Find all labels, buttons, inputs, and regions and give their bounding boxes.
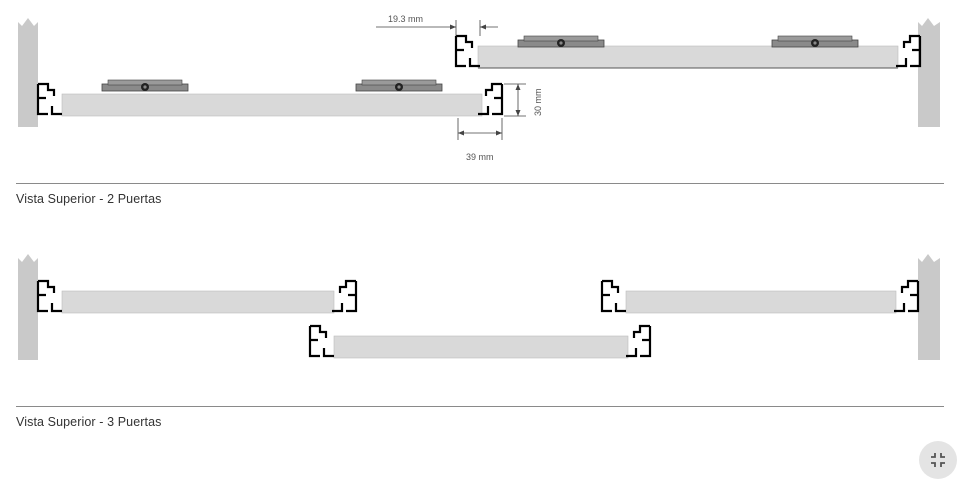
roller-1b bbox=[355, 79, 443, 92]
profile-c-left bbox=[600, 279, 628, 313]
door-panel-b bbox=[333, 335, 629, 359]
caption-three-doors: Vista Superior - 3 Puertas bbox=[16, 415, 162, 429]
dimension-depth-label: 39 mm bbox=[466, 152, 494, 162]
dimension-height-label: 30 mm bbox=[533, 88, 543, 116]
dimension-height: 30 mm bbox=[504, 83, 543, 117]
profile-right-2 bbox=[894, 34, 922, 68]
door-panel-1 bbox=[61, 93, 483, 117]
profile-a-left bbox=[36, 279, 64, 313]
roller-2a bbox=[517, 35, 605, 48]
profile-a-right bbox=[330, 279, 358, 313]
profile-b-right bbox=[624, 324, 652, 358]
profile-c-right bbox=[892, 279, 920, 313]
collapse-icon bbox=[931, 453, 945, 467]
dimension-gap-label: 19.3 mm bbox=[388, 14, 423, 24]
door-panel-2 bbox=[477, 45, 899, 69]
two-door-view: 19.3 mm 30 mm 39 mm bbox=[16, 14, 944, 184]
left-wall-2 bbox=[18, 254, 38, 360]
profile-b-left bbox=[308, 324, 336, 358]
profile-left-2 bbox=[454, 34, 482, 68]
caption-two-doors: Vista Superior - 2 Puertas bbox=[16, 192, 162, 206]
right-wall bbox=[918, 18, 940, 127]
left-wall bbox=[18, 18, 38, 127]
door-panel-c bbox=[625, 290, 897, 314]
three-door-view bbox=[16, 254, 944, 407]
profile-left-1 bbox=[36, 82, 64, 116]
door-panel-a bbox=[61, 290, 335, 314]
collapse-button[interactable] bbox=[919, 441, 957, 479]
dimension-gap: 19.3 mm bbox=[376, 14, 498, 36]
roller-2b bbox=[771, 35, 859, 48]
dimension-depth: 39 mm bbox=[457, 118, 503, 162]
right-wall-2 bbox=[918, 254, 940, 360]
roller-1a bbox=[101, 79, 189, 92]
